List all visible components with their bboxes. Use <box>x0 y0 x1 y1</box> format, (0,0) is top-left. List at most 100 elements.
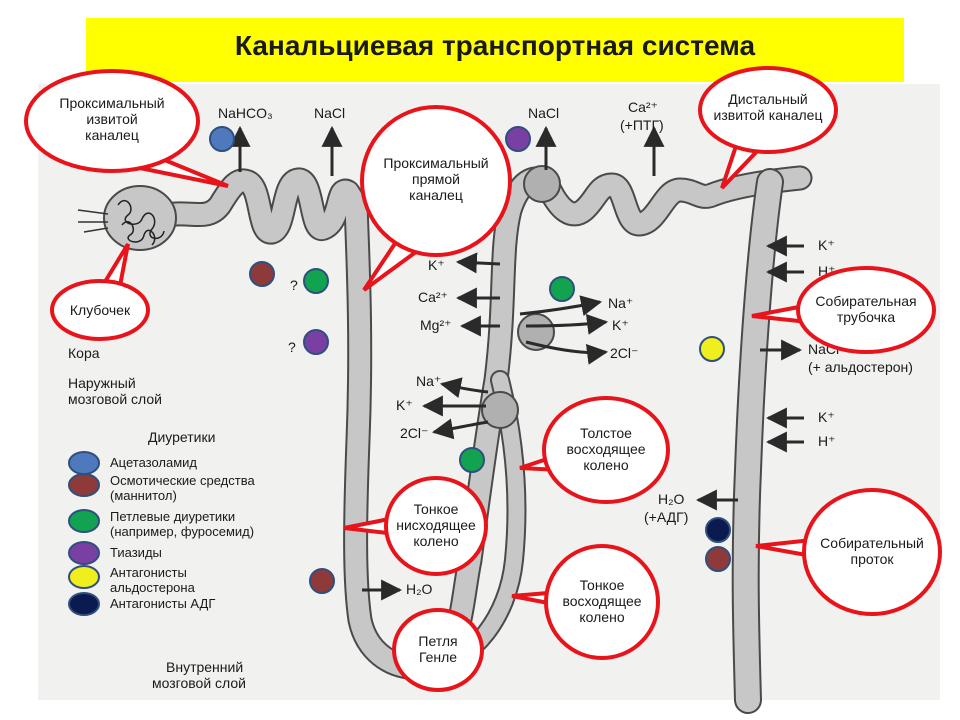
badge-osmotic-descending <box>309 568 335 594</box>
callout-line: нисходящее <box>396 517 476 533</box>
callout-line: колено <box>413 533 458 549</box>
drug-badges <box>209 126 731 594</box>
callout-line: Тонкое <box>414 501 459 517</box>
transport-arrows <box>229 125 804 601</box>
question-mark-1: ? <box>290 277 298 293</box>
callout-line: Толстое <box>580 425 632 441</box>
legend-swatch <box>68 565 100 589</box>
ion-k-lower: K⁺ <box>396 397 413 413</box>
callouts <box>24 66 942 692</box>
ion-h2o-adh: H₂O <box>658 491 685 507</box>
badge-osmotic-proximal <box>249 261 275 287</box>
ion-k-collect-1: K⁺ <box>818 237 835 253</box>
callout-line: Проксимальный <box>59 95 164 111</box>
legend-swatch <box>68 509 100 533</box>
legend-title: Диуретики <box>148 429 215 445</box>
ion-na-upper: Na⁺ <box>608 295 633 311</box>
callout-henle-loop <box>392 608 484 692</box>
legend-label: Тиазиды <box>110 545 162 560</box>
callout-line: Собирательный <box>820 535 924 551</box>
legend-label: Осмотические средства(маннитол) <box>110 473 255 503</box>
callout-thin-ascending <box>511 544 660 660</box>
ion-ca-thick: Ca²⁺ <box>418 289 448 305</box>
legend-label: Антагонисты АДГ <box>110 596 215 611</box>
badge-loop-thick <box>549 276 575 302</box>
legend-swatch <box>68 451 100 475</box>
ion-labels: NaHCO₃ NaCl NaCl Ca²⁺ (+ПТГ) K⁺ Ca²⁺ Mg²… <box>218 99 913 597</box>
callout-proximal-convoluted <box>24 69 229 188</box>
callout-collecting-duct <box>755 488 942 616</box>
ion-mg-thick: Mg²⁺ <box>420 317 452 333</box>
callout-line: восходящее <box>566 441 645 457</box>
callout-line: Собирательная <box>815 293 916 309</box>
badge-adh-antagonist <box>705 517 731 543</box>
callout-line: трубочка <box>837 309 895 325</box>
callout-line: каналец <box>85 127 139 143</box>
callout-line: Клубочек <box>70 302 131 318</box>
ion-aldosterone: (+ альдостерон) <box>808 359 913 375</box>
ion-adh: (+АДГ) <box>644 509 688 525</box>
glomerulus <box>77 185 177 251</box>
callout-glomerulus <box>50 242 150 341</box>
legend-label: Петлевые диуретики(например, фуросемид) <box>110 509 254 539</box>
callout-line: Петля <box>418 633 457 649</box>
ion-nahco3: NaHCO₃ <box>218 105 273 121</box>
badge-acetazolamide <box>209 126 235 152</box>
badge-aldosterone-antagonist <box>699 336 725 362</box>
badge-thiazide-proximal <box>303 329 329 355</box>
zone-cortex: Кора <box>68 345 100 361</box>
ion-k-collect-2: K⁺ <box>818 409 835 425</box>
ion-nacl-distal: NaCl <box>528 105 559 121</box>
tubule-outline <box>137 165 813 714</box>
callout-line: Проксимальный <box>383 155 488 171</box>
legend-swatch <box>68 541 100 565</box>
callout-line: Тонкое <box>580 577 625 593</box>
callout-proximal-straight <box>360 105 512 292</box>
ion-k-thick: K⁺ <box>428 257 445 273</box>
callout-line: проток <box>850 551 894 567</box>
badge-loop-thick-lower <box>459 447 485 473</box>
ion-k-upper: K⁺ <box>612 317 629 333</box>
ion-h2o-descending: H₂O <box>406 581 433 597</box>
callout-line: колено <box>583 457 628 473</box>
callout-line: каналец <box>409 187 463 203</box>
callout-line: Генле <box>419 649 457 665</box>
page-title: Канальциевая транспортная система <box>234 30 756 61</box>
callout-thin-descending <box>343 476 488 576</box>
badge-thiazide-top <box>505 126 531 152</box>
ion-cl-lower: 2Cl⁻ <box>400 425 428 441</box>
legend-swatch <box>68 473 100 497</box>
callout-line: извитой <box>86 111 137 127</box>
callout-distal-convoluted <box>698 66 838 190</box>
ion-h-collect-2: H⁺ <box>818 433 836 449</box>
callout-text-glomerulus: Клубочек <box>70 302 131 318</box>
badge-osmotic-collecting <box>705 546 731 572</box>
badge-loop-proximal <box>303 268 329 294</box>
legend-label: Ацетазоламид <box>110 455 197 470</box>
ion-ptg: (+ПТГ) <box>620 117 664 133</box>
callout-line: прямой <box>412 171 460 187</box>
ion-nacl-proximal: NaCl <box>314 105 345 121</box>
ptg-transporter <box>523 165 561 203</box>
callout-collecting-tubule <box>751 266 936 354</box>
callout-line: извитой каналец <box>714 107 823 123</box>
question-mark-2: ? <box>288 339 296 355</box>
callout-line: Дистальный <box>728 91 807 107</box>
callout-line: восходящее <box>562 593 641 609</box>
